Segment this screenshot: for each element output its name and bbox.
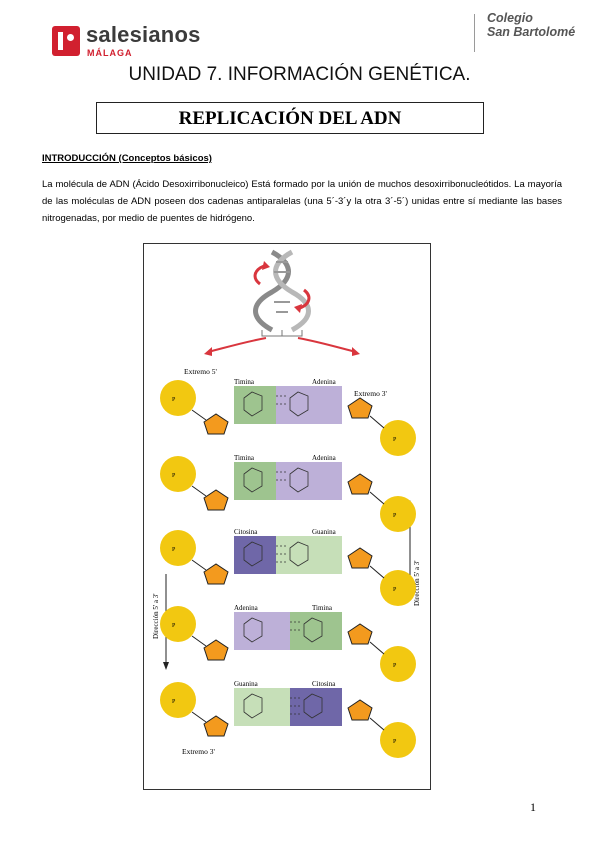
phosphate-right-symbol: P (393, 437, 397, 443)
base-pair-row: P P Citosina Guanina (160, 528, 416, 606)
phosphate-left (160, 682, 196, 718)
end-3-top-label: Extremo 3' (354, 389, 387, 398)
double-helix-icon (253, 249, 311, 337)
sugar-right (347, 623, 373, 645)
base-pair-row: P P Adenina Timina (160, 604, 416, 682)
base-left-label: Timina (234, 454, 255, 462)
page-number: 1 (530, 800, 536, 814)
school-name: Colegio San Bartolomé (487, 11, 575, 39)
logo-brand: salesianos (86, 22, 201, 47)
phosphate-right (380, 496, 416, 532)
base-right-label: Citosina (312, 680, 336, 688)
base-right-label: Guanina (312, 528, 337, 536)
sugar-left (203, 639, 229, 661)
base-left-label: Guanina (234, 680, 259, 688)
unit-title: UNIDAD 7. INFORMACIÓN GENÉTICA. (128, 64, 471, 85)
base-right-block (290, 688, 342, 726)
box-title: REPLICACIÓN DEL ADN (96, 102, 484, 134)
phosphate-left-symbol: P (172, 699, 176, 705)
phosphate-left-symbol: P (172, 397, 176, 403)
phosphate-left (160, 456, 196, 492)
base-left-label: Timina (234, 378, 255, 386)
sugar-right (347, 473, 373, 495)
dna-diagram-svg: Extremo 5' Extremo 3' Extremo 3' Direcci… (152, 249, 421, 758)
base-right-label: Adenina (312, 454, 337, 462)
right-direction-label: Dirección 5' a 3' (413, 561, 421, 606)
base-right-label: Adenina (312, 378, 337, 386)
phosphate-left-symbol: P (172, 547, 176, 553)
base-right-block (290, 612, 342, 650)
phosphate-right (380, 420, 416, 456)
phosphate-right (380, 570, 416, 606)
separation-arrows-icon (204, 337, 360, 356)
logo-mark-icon (52, 26, 80, 56)
base-left-block (234, 612, 300, 650)
sugar-left (203, 715, 229, 737)
sugar-right (347, 547, 373, 569)
phosphate-left-symbol: P (172, 623, 176, 629)
header-divider (474, 14, 475, 52)
base-pair-row: P P Guanina Citosina (160, 680, 416, 758)
sugar-left (203, 413, 229, 435)
dna-structure-figure: Extremo 5' Extremo 3' Extremo 3' Direcci… (143, 243, 431, 790)
sugar-right (347, 699, 373, 721)
phosphate-left-symbol: P (172, 473, 176, 479)
phosphate-left (160, 380, 196, 416)
salesianos-logo: salesianos MÁLAGA (52, 22, 212, 64)
school-line-2: San Bartolomé (487, 25, 576, 39)
phosphate-right-symbol: P (393, 739, 397, 745)
end-5-top-label: Extremo 5' (184, 367, 217, 376)
base-pair-row: P P Timina Adenina (160, 454, 416, 532)
sugar-right (347, 397, 373, 419)
phosphate-left (160, 606, 196, 642)
base-right-block (276, 462, 342, 500)
phosphate-right (380, 722, 416, 758)
phosphate-right (380, 646, 416, 682)
intro-paragraph: La molécula de ADN (Ácido Desoxirribonuc… (42, 179, 562, 224)
base-left-label: Adenina (234, 604, 259, 612)
sugar-left (203, 489, 229, 511)
base-left-label: Citosina (234, 528, 258, 536)
end-3-bottom-label: Extremo 3' (182, 747, 215, 756)
school-line-1: Colegio (487, 11, 533, 25)
base-left-block (234, 688, 300, 726)
logo-city: MÁLAGA (87, 48, 133, 58)
base-right-label: Timina (312, 604, 333, 612)
phosphate-right-symbol: P (393, 587, 397, 593)
phosphate-right-symbol: P (393, 513, 397, 519)
base-pair-row: P P Timina Adenina (160, 378, 416, 456)
section-heading: INTRODUCCIÓN (Conceptos básicos) (42, 153, 212, 164)
left-direction-label: Dirección 5' a 3' (152, 594, 160, 639)
phosphate-right-symbol: P (393, 663, 397, 669)
phosphate-left (160, 530, 196, 566)
sugar-left (203, 563, 229, 585)
base-right-block (276, 536, 342, 574)
base-right-block (276, 386, 342, 424)
